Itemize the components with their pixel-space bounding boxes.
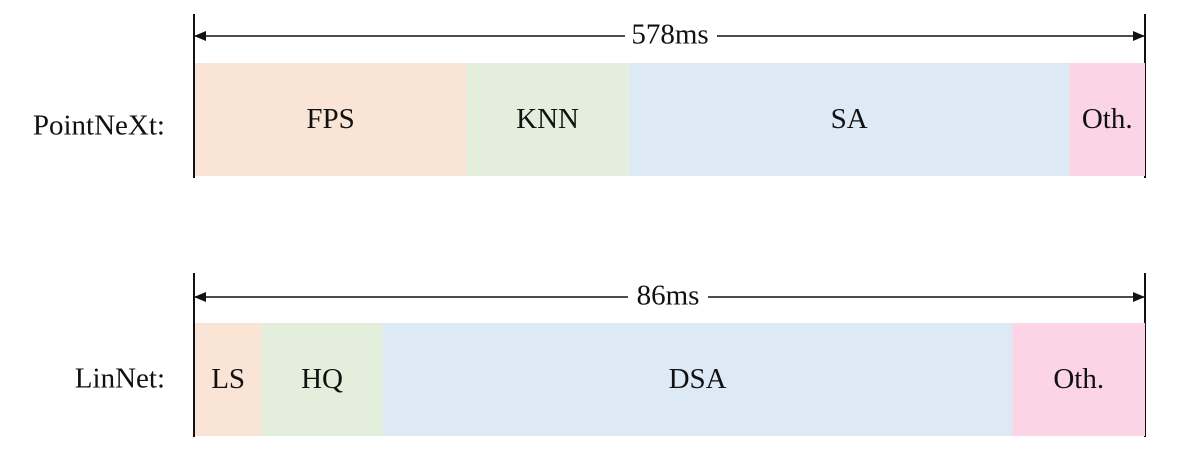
total-label-bg xyxy=(625,21,717,51)
segments: LS HQ DSA Oth. xyxy=(195,323,1145,436)
row-label: LinNet: xyxy=(75,363,165,395)
segment-hq xyxy=(261,323,383,436)
segment-sa xyxy=(628,63,1070,176)
segment-label-sa: SA xyxy=(831,103,868,135)
segment-ls xyxy=(195,323,262,436)
segment-label-hq: HQ xyxy=(301,363,343,395)
segment-label-oth: Oth. xyxy=(1082,103,1133,135)
segment-dsa xyxy=(382,323,1013,436)
segment-knn xyxy=(466,63,629,176)
segment-oth xyxy=(1069,63,1145,176)
segment-label-ls: LS xyxy=(211,363,245,395)
segment-label-knn: KNN xyxy=(516,103,579,135)
segment-label-fps: FPS xyxy=(306,103,354,135)
segment-label-dsa: DSA xyxy=(669,363,727,395)
total-label: 86ms xyxy=(637,280,700,312)
total-label: 578ms xyxy=(631,19,708,51)
row-linnet: LinNet: 86ms LS HQ DSA Oth. xyxy=(75,273,1146,437)
row-label: PointNeXt: xyxy=(33,110,165,142)
total-label-bg xyxy=(628,282,708,312)
segment-fps xyxy=(195,63,467,176)
segment-label-oth: Oth. xyxy=(1053,363,1104,395)
row-pointnext: PointNeXt: 578ms FPS KNN SA Oth. xyxy=(33,14,1146,178)
segment-oth xyxy=(1012,323,1145,436)
segments: FPS KNN SA Oth. xyxy=(195,63,1145,176)
